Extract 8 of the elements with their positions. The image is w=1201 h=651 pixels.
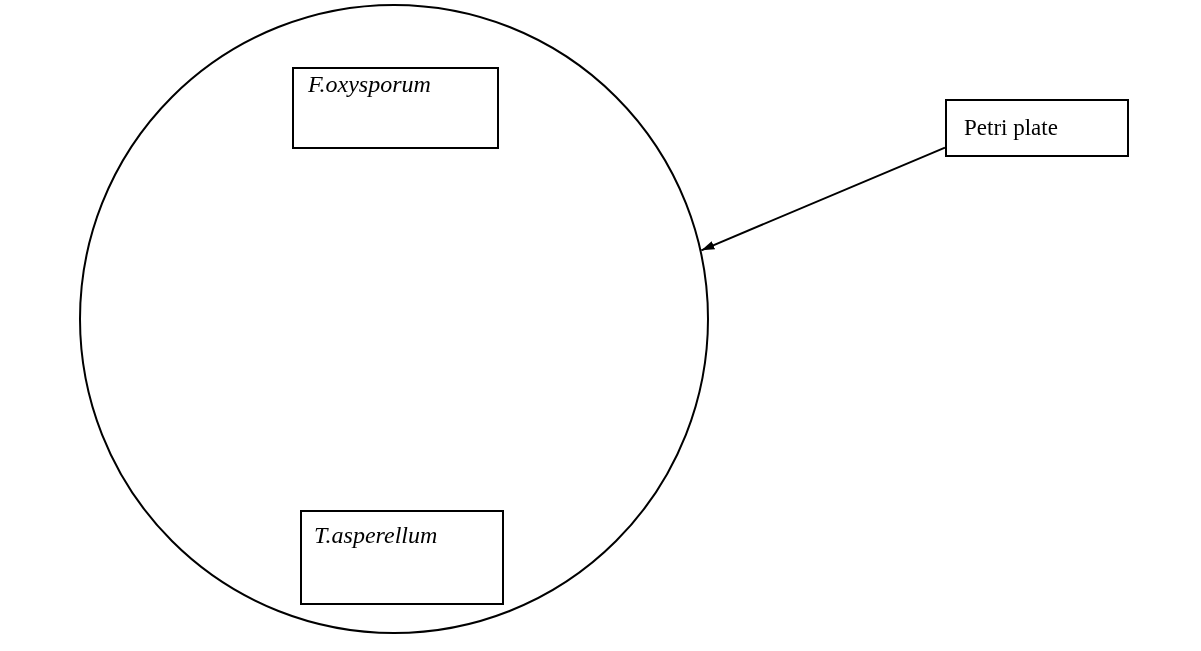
leader-arrow — [700, 146, 946, 252]
species-name: T.asperellum — [314, 522, 438, 550]
callout-box — [945, 99, 1129, 157]
label-box — [292, 67, 499, 149]
callout-label: Petri plate — [964, 115, 1058, 142]
plate-circle — [79, 4, 709, 634]
label-box — [300, 510, 504, 605]
species-name: F.oxysporum — [308, 71, 431, 99]
